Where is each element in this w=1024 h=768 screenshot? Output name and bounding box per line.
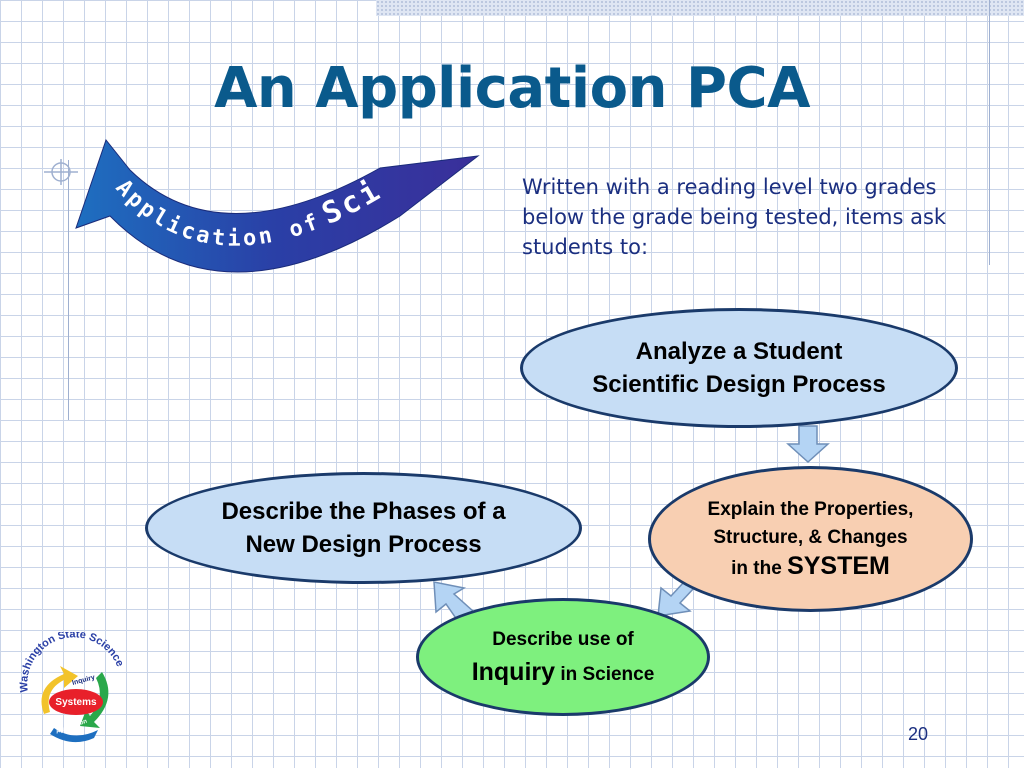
- right-rule: [989, 0, 990, 265]
- describe-phases-oval: Describe the Phases of a New Design Proc…: [145, 472, 582, 584]
- wss-center-text: Systems: [55, 697, 97, 708]
- application-of-science-logo: Application ofScience: [70, 128, 480, 273]
- wss-inner-bottom-text: Application: [55, 719, 88, 736]
- explain-system-word: SYSTEM: [787, 551, 890, 580]
- logo-center-ellipse: [49, 689, 103, 715]
- left-rule: [68, 160, 69, 420]
- describe-line2: New Design Process: [245, 531, 482, 558]
- intro-text: Written with a reading level two grades …: [522, 175, 947, 259]
- logo-swirl-green-icon: [80, 672, 109, 728]
- arrow-down-icon: [786, 425, 830, 464]
- top-decor-band: [376, 0, 1024, 16]
- washington-state-science-logo: Washington State Science Systems Inquiry…: [18, 632, 126, 743]
- analyze-process-oval: Analyze a Student Scientific Design Proc…: [520, 308, 958, 428]
- crosshair-icon: [44, 159, 78, 185]
- inquiry-line2-suffix: in Science: [560, 664, 655, 685]
- slide-title: An Application PCA: [214, 56, 810, 121]
- page-number: 20: [908, 724, 929, 744]
- explain-line2: Structure, & Changes: [713, 526, 908, 548]
- inquiry-oval: Describe use of Inquiry in Science: [416, 598, 710, 716]
- analyze-line2: Scientific Design Process: [592, 371, 886, 398]
- explain-system-oval: Explain the Properties, Structure, & Cha…: [648, 466, 973, 612]
- logo-swirl-yellow-icon: [41, 666, 78, 714]
- inquiry-line1: Describe use of: [492, 629, 634, 650]
- explain-line3-prefix: in the: [731, 557, 782, 579]
- describe-line1: Describe the Phases of a: [221, 498, 506, 525]
- explain-line1: Explain the Properties,: [707, 498, 914, 520]
- analyze-line1: Analyze a Student: [635, 338, 843, 365]
- curved-arrow-icon: [75, 138, 480, 273]
- inquiry-word: Inquiry: [471, 658, 556, 686]
- logo-swirl-blue-icon: [50, 728, 98, 743]
